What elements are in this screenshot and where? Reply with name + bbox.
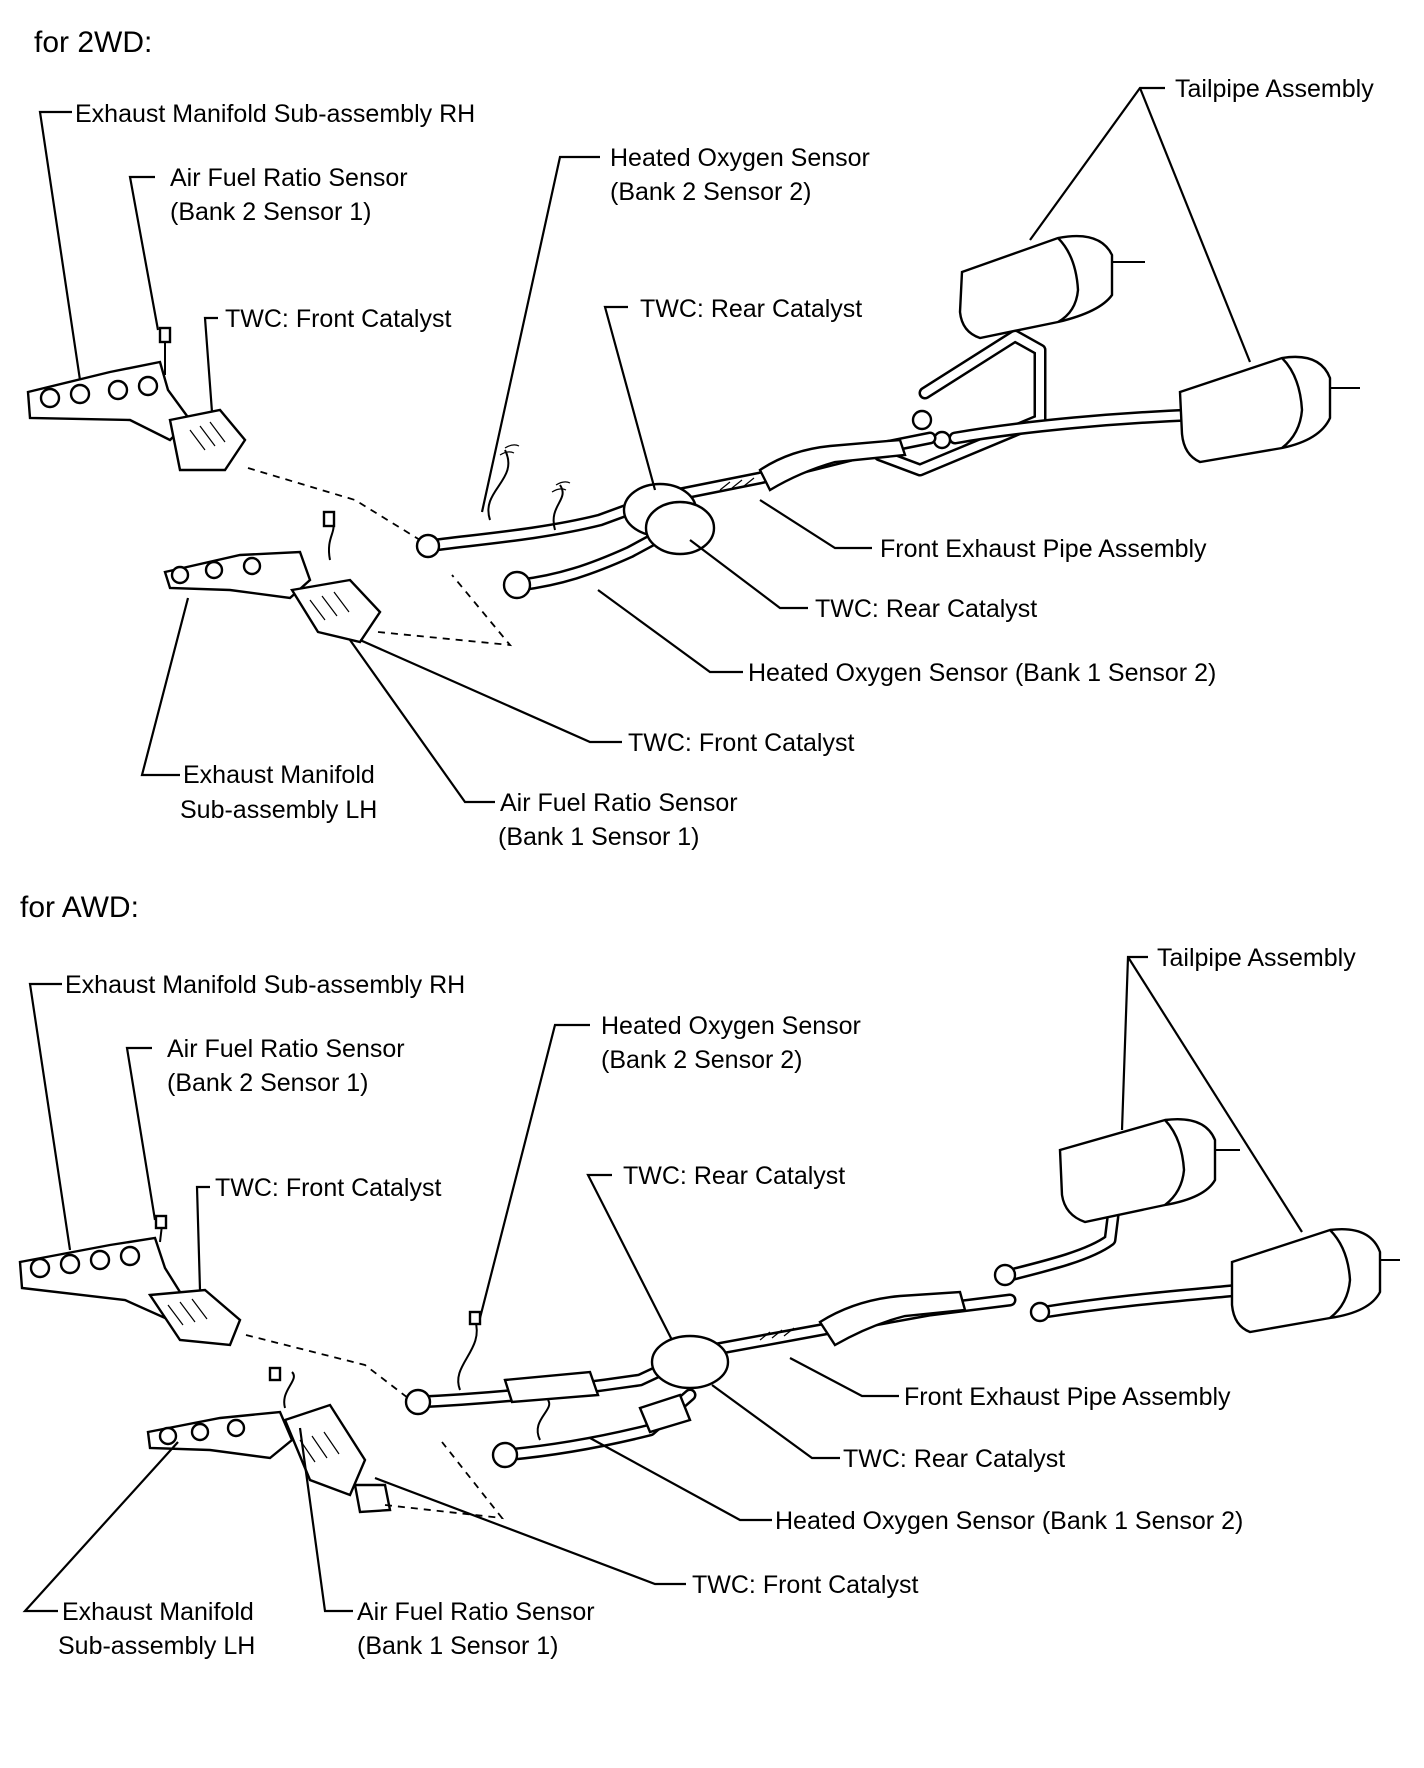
label-ho2-b2s2-line1-2wd: Heated Oxygen Sensor: [610, 144, 870, 172]
label-afr-b1s1-line1-awd: Air Fuel Ratio Sensor: [357, 1598, 595, 1626]
label-twc-front-bottom-2wd: TWC: Front Catalyst: [628, 729, 854, 757]
section-awd: for AWD:: [18, 891, 1400, 1660]
label-twc-front-top-2wd: TWC: Front Catalyst: [225, 305, 451, 333]
label-front-pipe-2wd: Front Exhaust Pipe Assembly: [880, 535, 1207, 563]
label-twc-rear-bottom-awd: TWC: Rear Catalyst: [843, 1445, 1065, 1473]
tailpipe-assembly-2wd: [873, 234, 1360, 477]
section-title-awd: for AWD:: [20, 891, 139, 924]
manifold-rh-2wd: [26, 326, 247, 472]
label-ho2-b2s2-line2-2wd: (Bank 2 Sensor 2): [610, 178, 812, 206]
label-afr-b1s1-line2-awd: (Bank 1 Sensor 1): [357, 1632, 559, 1660]
label-afr-b2s1-line2-awd: (Bank 2 Sensor 1): [167, 1069, 369, 1097]
label-manifold-lh-line1-2wd: Exhaust Manifold: [183, 761, 375, 789]
label-manifold-rh-awd: Exhaust Manifold Sub-assembly RH: [65, 971, 465, 999]
label-tailpipe-awd: Tailpipe Assembly: [1157, 944, 1356, 972]
front-exhaust-pipe-awd: [404, 1290, 1017, 1469]
tailpipe-assembly-awd: [993, 1118, 1400, 1334]
label-afr-b2s1-line1-awd: Air Fuel Ratio Sensor: [167, 1035, 405, 1063]
label-twc-front-top-awd: TWC: Front Catalyst: [215, 1174, 441, 1202]
label-afr-b1s1-line2-2wd: (Bank 1 Sensor 1): [498, 823, 700, 851]
front-exhaust-pipe-2wd: [415, 431, 937, 600]
label-ho2-b1s2-2wd: Heated Oxygen Sensor (Bank 1 Sensor 2): [748, 659, 1216, 687]
label-afr-b1s1-line1-2wd: Air Fuel Ratio Sensor: [500, 789, 738, 817]
label-manifold-lh-line1-awd: Exhaust Manifold: [62, 1598, 254, 1626]
label-afr-b2s1-line1-2wd: Air Fuel Ratio Sensor: [170, 164, 408, 192]
manifold-lh-2wd: [163, 510, 382, 644]
label-tailpipe-2wd: Tailpipe Assembly: [1175, 75, 1374, 103]
manifold-rh-awd: [18, 1214, 242, 1347]
label-twc-rear-bottom-2wd: TWC: Rear Catalyst: [815, 595, 1037, 623]
label-front-pipe-awd: Front Exhaust Pipe Assembly: [904, 1383, 1231, 1411]
label-afr-b2s1-line2-2wd: (Bank 2 Sensor 1): [170, 198, 372, 226]
label-ho2-b2s2-line1-awd: Heated Oxygen Sensor: [601, 1012, 861, 1040]
label-twc-rear-top-awd: TWC: Rear Catalyst: [623, 1162, 845, 1190]
label-twc-front-bottom-awd: TWC: Front Catalyst: [692, 1571, 918, 1599]
label-manifold-lh-line2-2wd: Sub-assembly LH: [180, 796, 377, 824]
label-twc-rear-top-2wd: TWC: Rear Catalyst: [640, 295, 862, 323]
label-manifold-lh-line2-awd: Sub-assembly LH: [58, 1632, 255, 1660]
section-title-2wd: for 2WD:: [34, 26, 152, 59]
label-manifold-rh-2wd: Exhaust Manifold Sub-assembly RH: [75, 100, 475, 128]
section-2wd: for 2WD:: [26, 26, 1374, 851]
label-ho2-b1s2-awd: Heated Oxygen Sensor (Bank 1 Sensor 2): [775, 1507, 1243, 1535]
manifold-lh-awd: [146, 1366, 392, 1514]
label-ho2-b2s2-line2-awd: (Bank 2 Sensor 2): [601, 1046, 803, 1074]
